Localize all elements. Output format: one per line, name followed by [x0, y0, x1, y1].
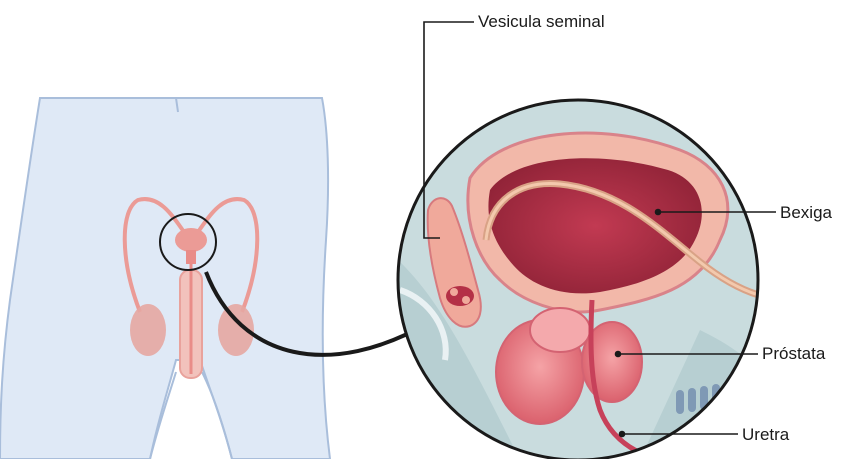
label-prostata: Próstata [762, 345, 825, 362]
label-vesicula-seminal: Vesicula seminal [478, 13, 605, 30]
label-uretra: Uretra [742, 426, 789, 443]
body-silhouette [0, 98, 330, 459]
label-bexiga: Bexiga [780, 204, 832, 221]
zoom-detail [398, 100, 790, 459]
